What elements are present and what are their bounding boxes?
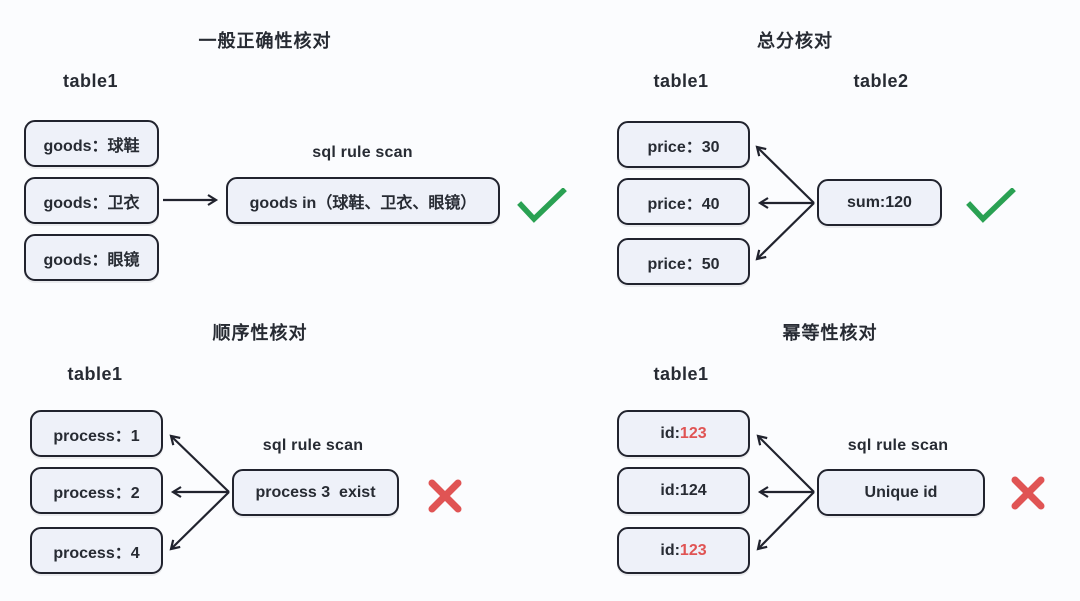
sql-rule-scan-label: sql rule scan	[312, 144, 413, 161]
arrow-rule-to-process1	[169, 434, 230, 493]
table-row: price：50	[617, 238, 750, 285]
cross-icon	[428, 479, 462, 513]
table1-label: table1	[62, 71, 119, 91]
id-prefix: id:	[660, 541, 680, 559]
id-prefix: id:	[660, 481, 680, 499]
quadrant-title-general-correctness: 一般正确性核对	[198, 31, 332, 51]
table-row: process：2	[30, 467, 163, 514]
table-row: goods：眼镜	[24, 234, 159, 281]
table-row: process：4	[30, 527, 163, 574]
arrow-sum-to-price30	[755, 145, 815, 204]
quadrant-title-sum-check: 总分核对	[757, 31, 833, 51]
check-icon	[966, 188, 1016, 223]
table-row: id:123	[617, 527, 750, 574]
table-row: price：40	[617, 178, 750, 225]
sql-rule-scan-label: sql rule scan	[847, 437, 949, 454]
rule-box-unique-id: Unique id	[817, 469, 985, 516]
quadrant-title-order-check: 顺序性核对	[212, 323, 308, 343]
id-value: 123	[679, 424, 707, 442]
rule-box-sum: sum:120	[817, 179, 942, 226]
table-row: process：1	[30, 410, 163, 457]
id-prefix: id:	[660, 424, 680, 442]
rule-box-process-exist: process 3 exist	[232, 469, 399, 516]
table-row: price：30	[617, 121, 750, 168]
check-icon	[517, 188, 567, 223]
quadrant-title-idempotency-check: 幂等性核对	[782, 323, 878, 343]
table1-label: table1	[653, 364, 709, 384]
arrow-rule-to-process4	[169, 491, 230, 551]
id-value: 123	[679, 541, 707, 559]
table1-label: table1	[67, 364, 123, 384]
id-value: 124	[679, 481, 707, 499]
rule-box-goods-in: goods in（球鞋、卫衣、眼镜）	[226, 177, 500, 224]
cross-icon	[1011, 476, 1045, 510]
arrow-sum-to-price50	[755, 202, 815, 261]
arrow-unique-to-id1	[756, 434, 815, 493]
table1-label: table1	[653, 71, 709, 91]
table-row: id:123	[617, 410, 750, 457]
sql-rule-scan-label: sql rule scan	[262, 437, 364, 454]
table-row: id:124	[617, 467, 750, 514]
table2-label: table2	[853, 71, 909, 91]
arrow-unique-to-id3	[756, 491, 815, 551]
table-row: goods：球鞋	[24, 120, 159, 167]
table-row: goods：卫衣	[24, 177, 159, 224]
